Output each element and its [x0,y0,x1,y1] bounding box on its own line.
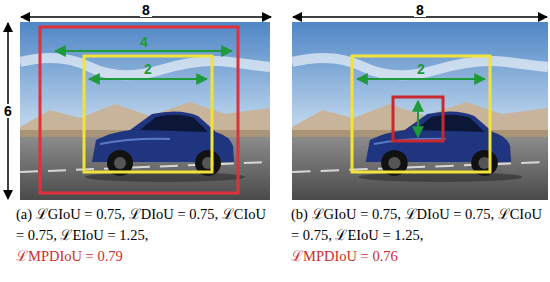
caption-text: ℒMPDIoU = 0.79 [16,246,274,267]
predicted-box [40,27,238,193]
width-arrow [89,78,207,80]
width-arrow [357,78,485,80]
car-photo [292,22,548,200]
predicted-box [393,97,443,141]
dimension-label: 2 [415,62,427,76]
caption-text: (a) ℒGIoU = 0.75, ℒDIoU = 0.75, ℒCIoU = … [16,204,274,246]
dimension-label: 8 [414,3,426,17]
dimension-label: 2 [142,62,154,76]
car-photo [20,22,270,200]
ground-truth-box [84,56,212,172]
ground-truth-box [352,56,490,172]
dimension-label: 4 [138,35,150,49]
caption-text: (b) ℒGIoU = 0.75, ℒDIoU = 0.75, ℒCIoU = … [291,204,547,246]
dimension-label: 8 [140,3,152,17]
dimension-label: 6 [2,104,14,118]
width-arrow [55,50,232,52]
height-arrow [417,101,419,137]
caption-text: ℒMPDIoU = 0.76 [291,246,547,267]
